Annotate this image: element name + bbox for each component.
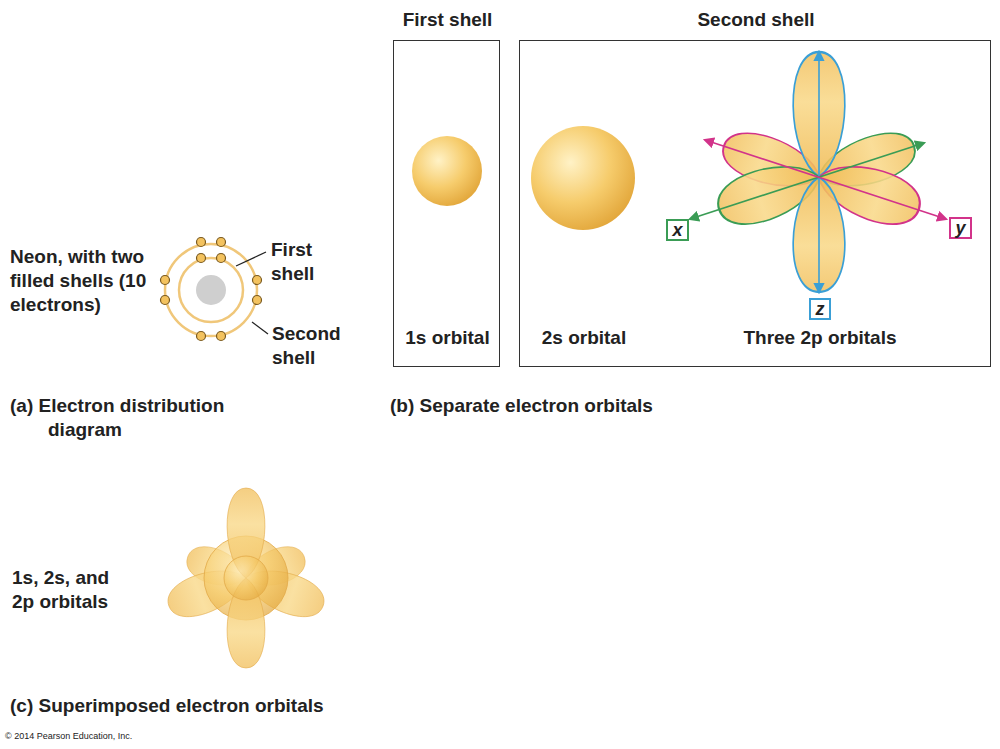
axis-label: y — [951, 219, 970, 237]
shell-box: First shell1s orbital — [393, 40, 500, 367]
panel-caption: (a) Electron distribution diagram — [10, 394, 300, 442]
orbital-label: 1s, 2s, and 2p orbitals — [12, 566, 134, 614]
shell-heading: Second shell — [520, 8, 992, 32]
axis-label-box: x — [666, 219, 689, 241]
callout-label: Second shell — [272, 322, 352, 370]
orbital-label: 1s orbital — [394, 326, 501, 350]
superimposed-orbitals — [162, 488, 329, 668]
orbital-label: Three 2p orbitals — [705, 326, 935, 350]
panel-caption: (b) Separate electron orbitals — [390, 394, 790, 418]
shell-heading: First shell — [364, 8, 531, 32]
atom-caption: Neon, with two filled shells (10 electro… — [10, 245, 160, 317]
neon-atom — [161, 238, 269, 341]
axes — [690, 52, 946, 292]
shell-box: Second shell2s orbitalThree 2p orbitalsx… — [519, 40, 991, 367]
2s-sphere — [531, 126, 635, 230]
axis-label-box: z — [809, 298, 831, 320]
axis-label: x — [668, 221, 687, 239]
axis-label-box: y — [949, 217, 972, 239]
2p-orbitals — [711, 52, 926, 292]
axis-label: z — [811, 300, 829, 318]
1s-sphere — [412, 136, 482, 206]
panel-caption: (c) Superimposed electron orbitals — [10, 694, 430, 718]
callout-label: First shell — [271, 238, 341, 286]
copyright: © 2014 Pearson Education, Inc. — [5, 730, 205, 742]
orbital-label: 2s orbital — [520, 326, 648, 350]
